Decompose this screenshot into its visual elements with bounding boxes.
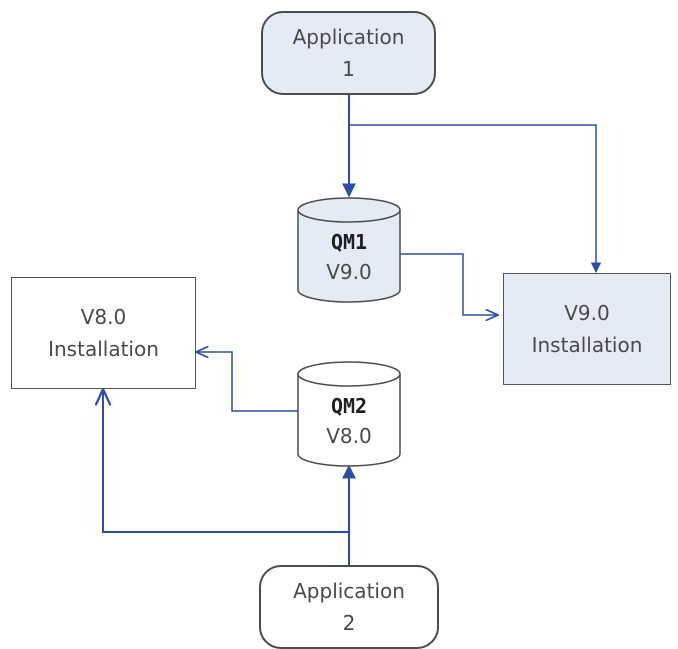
application-1-node: Application 1 [261,11,436,95]
connector-qm2-v8-install [196,352,298,412]
qm2-version: V8.0 [326,424,372,448]
connector-app2-v8-install [103,389,349,533]
qm2-name: QM2 [330,394,368,418]
application-2-label: Application [293,579,405,603]
connector-app1-v9-install [349,124,602,274]
connector-qm1-v9-install [400,253,498,315]
application-1-label: Application [292,25,405,49]
v9-installation-label: Installation [531,333,643,357]
qm1-name: QM1 [330,230,368,254]
v9-installation-version: V9.0 [564,301,610,325]
qm1-label: QM1 V9.0 [298,225,400,289]
v8-installation-label: Installation [48,337,159,361]
application-2-number: 2 [342,611,356,635]
qm2-cylinder [297,361,401,467]
application-1-number: 1 [342,57,355,81]
qm1-cylinder [297,197,401,303]
qm1-version: V9.0 [326,260,372,284]
v8-installation-version: V8.0 [80,305,127,329]
v9-installation-node: V9.0 Installation [503,273,671,385]
qm2-label: QM2 V8.0 [298,389,400,453]
v8-installation-node: V8.0 Installation [11,277,196,389]
application-2-node: Application 2 [259,565,439,649]
